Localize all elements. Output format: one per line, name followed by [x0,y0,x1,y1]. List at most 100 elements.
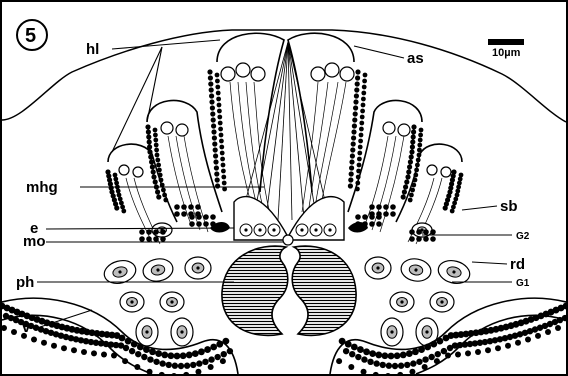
vesicle-dot [156,194,161,199]
vesicle-dot [211,129,216,134]
vesicle-dot [215,183,220,188]
vesicle-dot [418,133,423,138]
vesicle-dot [410,188,415,193]
vesicle-dot [404,179,409,184]
vesicle-dot [361,356,367,362]
vesicle-dot [166,362,172,368]
vesicle-dot [195,369,201,374]
vesicle-dot [139,229,145,235]
vesicle-dot [428,354,434,360]
vesicle-dot [121,209,126,214]
vesicle-dot [355,214,361,220]
scale-bar [488,39,524,45]
vesicle-dot [535,333,541,339]
vesicle-dot [353,111,358,116]
vesicle-dot [350,147,355,152]
vesicle-dot [505,343,511,349]
vesicle-dot [405,174,410,179]
vesicle-dot [417,148,422,153]
vesicle-dot [351,141,356,146]
vesicle-dot [220,151,225,156]
vesicle-dot [404,362,410,368]
label-mo: mo [23,233,46,250]
vesicle-dot [215,79,220,84]
vesicle-dot [430,229,436,235]
vesicle-dot [355,221,361,227]
ganglion-cell [136,318,158,346]
ganglion-cell [141,257,174,284]
vesicle-dot [411,124,416,129]
vesicle-dot [353,99,358,104]
vesicle-dot [123,345,129,351]
vesicle-dot [398,363,404,369]
vesicle-dot [61,345,67,351]
vesicle-dot [119,335,126,342]
vesicle-dot [216,97,221,102]
ganglion-cell [185,257,211,279]
vesicle-dot [408,159,413,164]
vesicle-dot [555,325,561,331]
vesicle-dot [412,348,419,355]
vesicle-dot [195,204,201,210]
vesicle-dot [525,337,531,343]
vesicle-dot [198,348,205,355]
vesicle-dot [222,181,227,186]
vesicle-dot [348,177,353,182]
vesicle-dot [443,205,448,210]
vesicle-dot [208,81,213,86]
vesicle-dot [418,138,423,143]
vesicle-dot [443,335,450,342]
vesicle-dot [423,229,429,235]
vesicle-dot [209,93,214,98]
vesicle-dot [359,133,364,138]
vesicle-dot [455,352,461,358]
vesicle-dot [212,135,217,140]
vesicle-dot [373,372,379,374]
vesicle-dot [355,354,361,360]
vesicle-dot [113,173,118,178]
vesicle-dot [357,163,362,168]
vesicle-dot [190,362,196,368]
vesicle-dot [475,349,481,355]
vesicle-dot [178,363,184,369]
vesicle-dot [158,173,163,178]
vesicle-dot [171,373,177,374]
vesicle-dot [161,352,168,359]
ganglion-cell [160,292,184,312]
vesicle-dot [407,164,412,169]
vesicle-dot [358,145,363,150]
vesicle-dot [186,352,193,359]
vesicle-dot [359,121,364,126]
vesicle-dot [459,173,464,178]
vesicle-dot [417,153,422,158]
vesicle-dot [196,214,202,220]
vesicle-dot [406,350,413,357]
ganglion-cell [430,292,454,312]
vesicle-dot [153,179,158,184]
vesicle-dot [101,352,107,358]
vesicle-dot [213,147,218,152]
vesicle-dot [219,139,224,144]
vesicle-dot [363,348,370,355]
vesicle-dot [11,329,17,335]
vesicle-dot [401,194,406,199]
vesicle-dot [114,205,119,210]
vesicle-dot [383,204,389,210]
vesicle-dot [360,115,365,120]
vesicle-dot [413,178,418,183]
vesicle-dot [355,75,360,80]
vesicle-dot [376,221,382,227]
vesicle-dot [160,229,166,235]
vesicle-dot [410,144,415,149]
vesicle-dot [415,163,420,168]
vesicle-dot [409,149,414,154]
vesicle-dot [2,325,7,331]
vesicle-dot [413,173,418,178]
vesicle-dot [394,352,401,359]
vesicle-dot [348,183,353,188]
vesicle-dot [390,211,396,217]
vesicle-dot [397,372,403,374]
vesicle-dot [219,133,224,138]
vesicle-dot [456,185,461,190]
vesicle-dot [351,129,356,134]
